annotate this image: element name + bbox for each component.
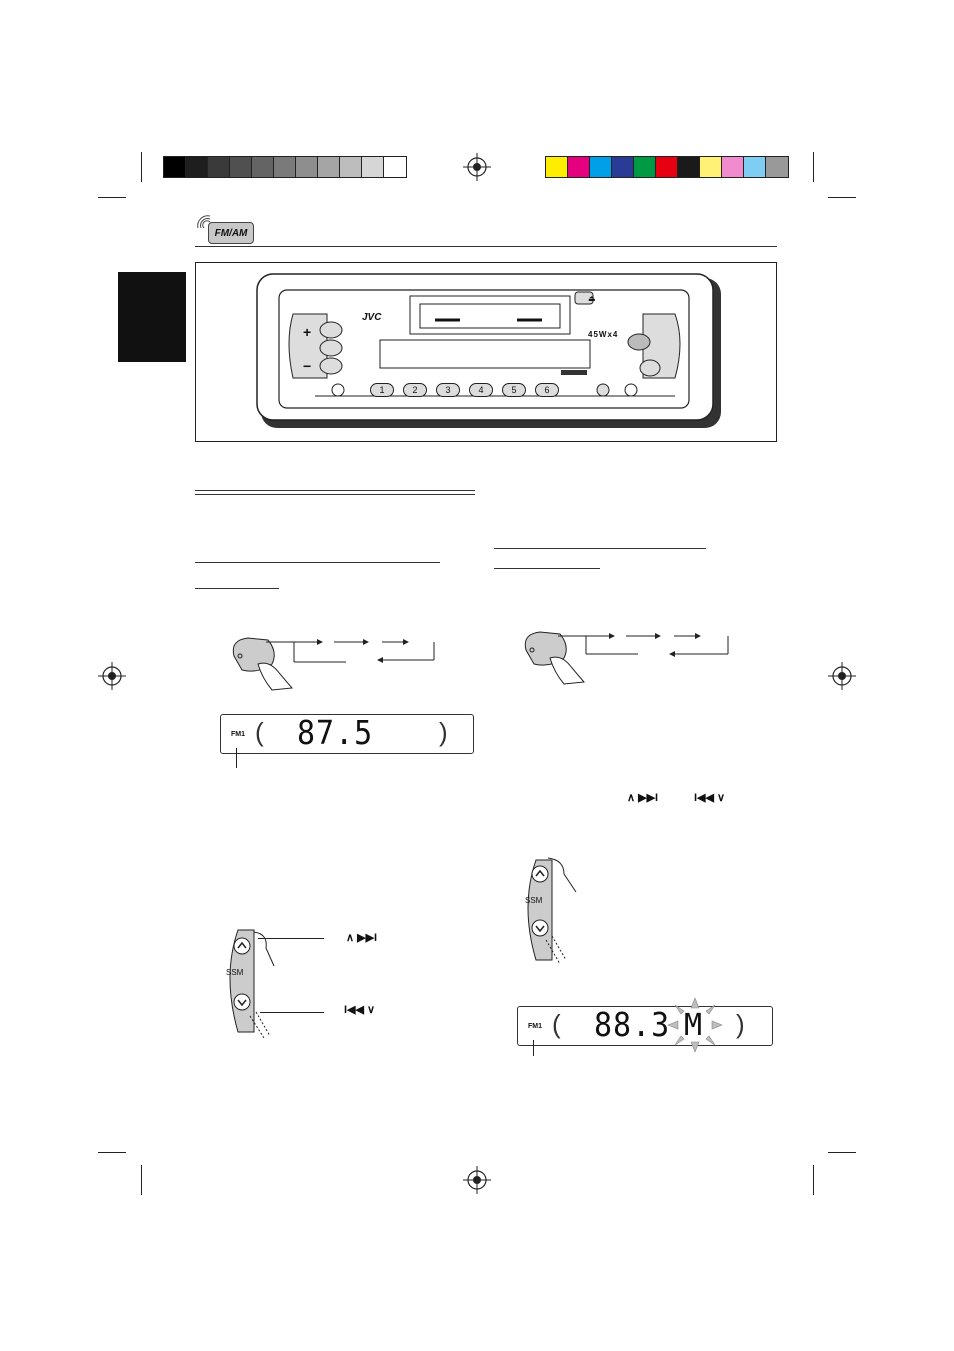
heading-underline [195,588,279,589]
model-label: 45Wx4 [588,330,619,339]
color-calibration-bar [545,156,789,178]
band-pointer-line [236,748,237,768]
color-swatch [612,157,634,177]
preset-button-2[interactable]: 2 [403,383,427,397]
display-panel-left: FM1 ( 87.5 ) [220,714,474,754]
gray-swatch [362,157,384,177]
volume-up-button[interactable]: + [303,324,312,340]
heading-underline [494,568,600,569]
band-indicator: FM1 [231,731,245,738]
gray-swatch [230,157,252,177]
preset-button-6[interactable]: 6 [535,383,559,397]
crop-mark [98,197,126,198]
registration-mark-icon [463,153,491,181]
heading-underline [195,562,440,563]
ssm-label: SSM [525,896,543,905]
crop-mark [98,1152,126,1153]
seek-down-symbol: I◀◀ ∨ [694,792,726,804]
display-bracket: ) [439,717,448,747]
color-swatch [722,157,744,177]
crop-mark [813,1165,814,1195]
tune-up-symbol: ∧ ▶▶I [346,932,378,944]
band-indicator: FM1 [528,1023,542,1030]
color-swatch [700,157,722,177]
color-swatch [656,157,678,177]
preset-button-4[interactable]: 4 [469,383,493,397]
registration-mark-icon [828,662,856,690]
band-button-press-icon [232,637,435,691]
ssm-label: SSM [226,968,244,977]
crop-mark [141,1165,142,1195]
preset-button-5[interactable]: 5 [502,383,526,397]
language-tab [118,272,186,362]
heading-underline [494,548,706,549]
gray-swatch [340,157,362,177]
crop-mark [828,1152,856,1153]
registration-mark-icon [463,1166,491,1194]
flashing-indicator-icon [667,997,723,1053]
display-bracket: ( [255,717,264,747]
tune-down-symbol: I◀◀ ∨ [344,1004,376,1016]
leader-line [260,1012,324,1013]
brand-logo: JVC [362,312,382,323]
display-panel-right: FM1 ( 88.3 ) [517,1006,773,1046]
crop-mark [828,197,856,198]
gray-swatch [296,157,318,177]
band-button-press-icon [524,631,729,685]
gray-swatch [164,157,186,177]
tuning-control-illustration [527,857,577,965]
gray-swatch [318,157,340,177]
color-swatch [766,157,788,177]
crop-mark [141,152,142,182]
gray-calibration-bar [163,156,407,178]
band-pointer-line [533,1040,534,1056]
crop-mark [813,152,814,182]
radio-wave-icon [197,215,211,229]
fm-am-badge: FM/AM [208,222,254,244]
color-swatch [744,157,766,177]
memory-indicator: M [684,1008,703,1043]
gray-swatch [186,157,208,177]
radio-illustration-frame [195,262,777,442]
seek-up-symbol: ∧ ▶▶I [627,792,659,804]
registration-mark-icon [98,662,126,690]
section-rule [195,490,475,491]
tuning-control-illustration [229,929,275,1038]
volume-down-button[interactable]: − [303,358,312,374]
eject-button[interactable]: ⏏ [588,294,596,303]
header-rule [195,246,777,247]
color-swatch [546,157,568,177]
section-rule [195,494,475,495]
gray-swatch [384,157,406,177]
color-swatch [568,157,590,177]
gray-swatch [274,157,296,177]
frequency-readout: 87.5 [297,714,374,753]
gray-swatch [208,157,230,177]
leader-line [258,938,324,939]
car-radio-illustration [256,273,721,428]
frequency-readout: 88.3 [594,1006,671,1045]
display-bracket: ) [736,1009,745,1039]
preset-button-1[interactable]: 1 [370,383,394,397]
display-bracket: ( [552,1009,561,1039]
color-swatch [634,157,656,177]
color-swatch [590,157,612,177]
color-swatch [678,157,700,177]
preset-button-3[interactable]: 3 [436,383,460,397]
gray-swatch [252,157,274,177]
